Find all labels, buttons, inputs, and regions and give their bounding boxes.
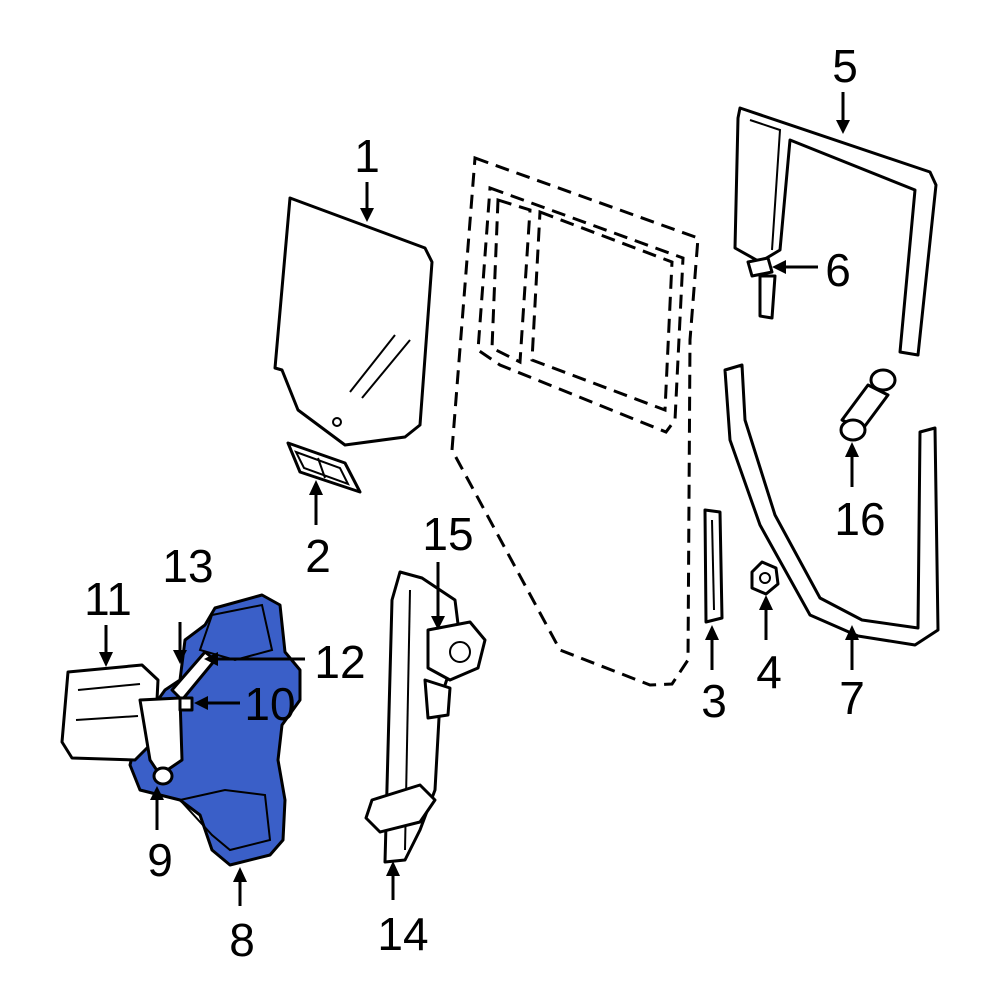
callout-15: 15 xyxy=(422,508,473,560)
door-latch xyxy=(60,663,184,777)
belt-seal-strip xyxy=(703,508,724,624)
arrow-16 xyxy=(845,442,859,487)
callout-4: 4 xyxy=(756,646,782,698)
callout-6: 6 xyxy=(825,244,851,296)
glass-channel xyxy=(286,441,362,494)
arrow-3 xyxy=(705,625,719,670)
door-check-link xyxy=(839,368,897,442)
callout-2: 2 xyxy=(305,530,331,582)
arrow-10 xyxy=(194,696,240,710)
callout-9: 9 xyxy=(147,834,173,886)
callout-12: 12 xyxy=(314,636,365,688)
arrow-4 xyxy=(759,595,773,640)
callout-1: 1 xyxy=(354,130,380,182)
callout-14: 14 xyxy=(377,908,428,960)
arrow-7 xyxy=(845,625,859,670)
callout-5: 5 xyxy=(832,40,858,92)
door-glass xyxy=(273,196,434,447)
callout-8: 8 xyxy=(229,914,255,966)
door-weatherstrip xyxy=(723,363,940,647)
callout-16: 16 xyxy=(834,493,885,545)
door-shell-outline xyxy=(450,155,700,687)
arrow-2 xyxy=(309,480,323,525)
arrow-9 xyxy=(150,786,164,830)
arrow-8 xyxy=(233,867,247,906)
arrow-14 xyxy=(386,861,400,900)
callout-10: 10 xyxy=(244,678,295,730)
arrow-15 xyxy=(431,562,445,630)
door-latch-panel-highlighted xyxy=(128,593,302,867)
arrow-1 xyxy=(360,182,374,222)
arrow-12 xyxy=(204,652,305,666)
arrow-5 xyxy=(836,92,850,134)
callout-7: 7 xyxy=(839,672,865,724)
callout-11: 11 xyxy=(84,573,132,625)
run-channel-clip xyxy=(746,256,777,320)
leader-arrows xyxy=(99,92,859,906)
callout-13: 13 xyxy=(162,540,213,592)
callout-3: 3 xyxy=(701,675,727,727)
hex-nut xyxy=(750,560,780,596)
arrow-13 xyxy=(173,622,187,664)
window-regulator xyxy=(364,570,487,864)
highlighted-panel-shape xyxy=(128,593,302,867)
arrow-6 xyxy=(772,260,818,274)
callout-labels: 1 2 3 4 5 6 7 8 9 10 11 12 13 14 15 16 xyxy=(84,40,885,966)
window-run-channel xyxy=(733,106,938,357)
arrow-11 xyxy=(99,625,113,667)
